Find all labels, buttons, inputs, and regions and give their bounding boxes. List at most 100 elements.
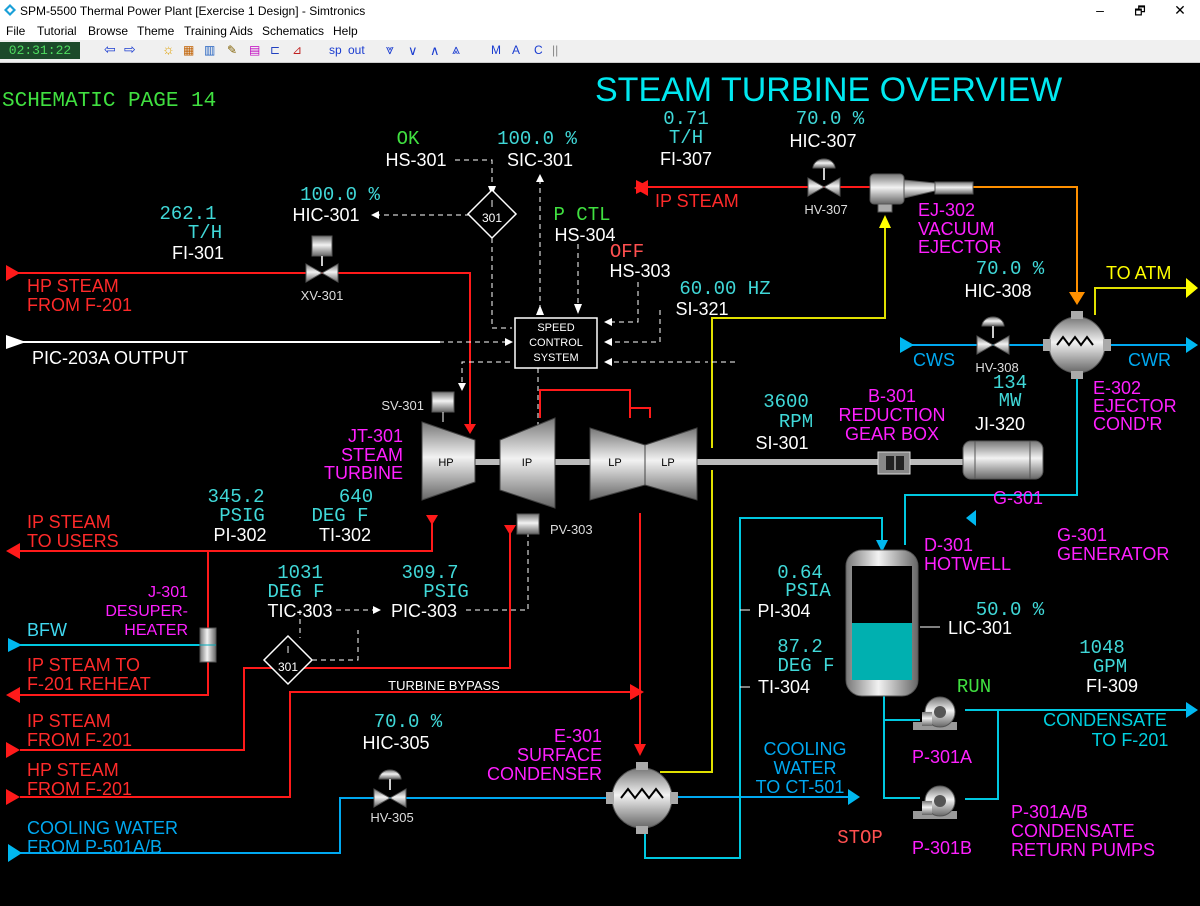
vacuum-ejector[interactable]: [869, 173, 974, 213]
lp-turbine[interactable]: LP LP: [589, 427, 698, 501]
up-icon[interactable]: ∧: [430, 43, 440, 58]
hp-turbine[interactable]: HP: [421, 421, 476, 501]
relay-301-top[interactable]: I 301: [466, 188, 518, 240]
svg-text:PIC-303: PIC-303: [391, 601, 457, 621]
stream-cws: CWS: [913, 350, 955, 370]
hotwell-tank[interactable]: [845, 549, 919, 697]
hv-308-valve[interactable]: HV-308: [975, 316, 1019, 375]
pi-302-block[interactable]: 345.2 PSIG PI-302: [207, 486, 266, 545]
desuperheater[interactable]: [199, 627, 217, 663]
setpoint-button[interactable]: sp: [329, 43, 342, 57]
hs-304-block[interactable]: P CTL HS-304: [553, 204, 615, 245]
menu-help[interactable]: Help: [333, 24, 358, 38]
svg-text:COOLING: COOLING: [763, 739, 846, 759]
ip-turbine[interactable]: IP: [499, 417, 556, 509]
table-icon[interactable]: ▦: [183, 43, 195, 57]
pencil-icon[interactable]: ✎: [227, 43, 238, 57]
p301b-status[interactable]: STOP: [837, 827, 883, 849]
minimize-button[interactable]: –: [1096, 2, 1104, 18]
grid-icon[interactable]: ▤: [249, 43, 261, 57]
p301a-status[interactable]: RUN: [957, 676, 991, 698]
svg-text:345.2: 345.2: [207, 486, 264, 508]
svg-text:TURBINE: TURBINE: [324, 463, 403, 483]
svg-text:FI-307: FI-307: [660, 149, 712, 169]
svg-text:P-301A/B: P-301A/B: [1011, 802, 1088, 822]
svg-text:T/H: T/H: [669, 127, 703, 149]
label-j301: J-301 DESUPER- HEATER: [105, 584, 188, 639]
pump-p301a[interactable]: [913, 696, 957, 730]
close-button[interactable]: ✕: [1174, 2, 1186, 18]
hv-305-valve[interactable]: HV-305: [370, 769, 414, 825]
ti-304-block[interactable]: 87.2 DEG F TI-304: [758, 636, 835, 697]
surface-condenser[interactable]: [606, 762, 678, 834]
si-301-block[interactable]: 3600 RPM SI-301: [755, 391, 813, 453]
hs-303-block[interactable]: OFF HS-303: [609, 241, 670, 281]
sic-301-block[interactable]: 100.0 % SIC-301: [497, 128, 577, 170]
menu-file[interactable]: File: [6, 24, 26, 38]
tic-303-block[interactable]: 1031 DEG F TIC-303: [267, 562, 332, 621]
relay-301-bottom[interactable]: I 301: [262, 634, 314, 686]
svg-text:SI-301: SI-301: [755, 433, 808, 453]
svg-text:262.1: 262.1: [159, 203, 216, 225]
si-321-block[interactable]: 60.00 HZ SI-321: [675, 278, 770, 319]
pi-304-block[interactable]: 0.64 PSIA PI-304: [757, 562, 831, 621]
gear-box[interactable]: [877, 451, 911, 475]
hic-305-block[interactable]: 70.0 % HIC-305: [362, 711, 442, 753]
sv-301-valve[interactable]: SV-301: [381, 391, 455, 422]
maximize-button[interactable]: 🗗: [1134, 4, 1146, 18]
svg-text:HS-304: HS-304: [554, 225, 615, 245]
hv-307-valve[interactable]: HV-307: [804, 158, 848, 217]
lic-301-block[interactable]: 50.0 % LIC-301: [948, 599, 1045, 638]
speed-control-system[interactable]: SPEED CONTROL SYSTEM: [514, 317, 598, 369]
fi-301-block[interactable]: 262.1 T/H FI-301: [159, 203, 224, 263]
hic-307-block[interactable]: 70.0 % HIC-307: [789, 108, 864, 151]
svg-text:D-301: D-301: [924, 535, 973, 555]
ejector-condenser[interactable]: [1043, 311, 1111, 379]
app-icon: [4, 4, 16, 16]
fi-309-block[interactable]: 1048 GPM FI-309: [1079, 637, 1138, 696]
output-button[interactable]: out: [348, 43, 365, 57]
svg-text:OFF: OFF: [610, 241, 644, 263]
auto-button[interactable]: A: [512, 43, 521, 57]
back-arrow-icon[interactable]: ⇦: [104, 41, 116, 57]
svg-text:XV-301: XV-301: [301, 288, 344, 303]
svg-text:134: 134: [993, 372, 1027, 394]
ji-320-block[interactable]: 134 MW JI-320: [975, 372, 1027, 434]
stream-to-atm: TO ATM: [1106, 263, 1171, 283]
svg-text:100.0 %: 100.0 %: [300, 184, 380, 206]
trend-icon[interactable]: ⊿: [292, 43, 303, 57]
svg-text:EJECTOR: EJECTOR: [1093, 396, 1177, 416]
manual-button[interactable]: M: [491, 43, 501, 57]
menu-schematics[interactable]: Schematics: [262, 24, 325, 38]
sun-icon[interactable]: ☼: [162, 41, 175, 57]
tree-icon[interactable]: ⊏: [270, 43, 281, 57]
double-up-icon[interactable]: ⩓: [452, 41, 460, 57]
cascade-button[interactable]: C: [534, 43, 543, 57]
menu-theme[interactable]: Theme: [137, 24, 175, 38]
down-icon[interactable]: ∨: [408, 43, 418, 58]
hic-301-block[interactable]: 100.0 % HIC-301: [292, 184, 380, 225]
pump-p301b[interactable]: [913, 785, 957, 819]
label-b301: B-301 REDUCTION GEAR BOX: [839, 386, 946, 444]
hic-308-block[interactable]: 70.0 % HIC-308: [964, 258, 1044, 301]
svg-text:GENERATOR: GENERATOR: [1057, 544, 1169, 564]
fi-307-block[interactable]: 0.71 T/H FI-307: [660, 108, 712, 169]
menu-training-aids[interactable]: Training Aids: [184, 24, 253, 38]
ti-302-block[interactable]: 640 DEG F TI-302: [311, 486, 373, 545]
hs-301-block[interactable]: OK HS-301: [385, 128, 446, 170]
forward-arrow-icon[interactable]: ⇨: [124, 41, 136, 57]
water-pipes: [12, 344, 1190, 859]
toolbar-separator: ||: [552, 43, 559, 57]
generator[interactable]: [962, 440, 1044, 480]
double-down-icon[interactable]: ⩔: [386, 41, 394, 57]
xv-301-valve[interactable]: XV-301: [301, 235, 344, 303]
menu-tutorial[interactable]: Tutorial: [37, 24, 77, 38]
menu-browse[interactable]: Browse: [88, 24, 129, 38]
bar-chart-icon[interactable]: ▥: [204, 43, 216, 57]
pic-303-block[interactable]: 309.7 PSIG PIC-303: [391, 562, 469, 621]
svg-text:CONDENSER: CONDENSER: [487, 764, 602, 784]
svg-text:COOLING WATER: COOLING WATER: [27, 818, 178, 838]
svg-text:PSIG: PSIG: [423, 581, 469, 603]
red-arrowheads: [6, 180, 650, 805]
pv-303-valve[interactable]: PV-303: [516, 513, 593, 537]
